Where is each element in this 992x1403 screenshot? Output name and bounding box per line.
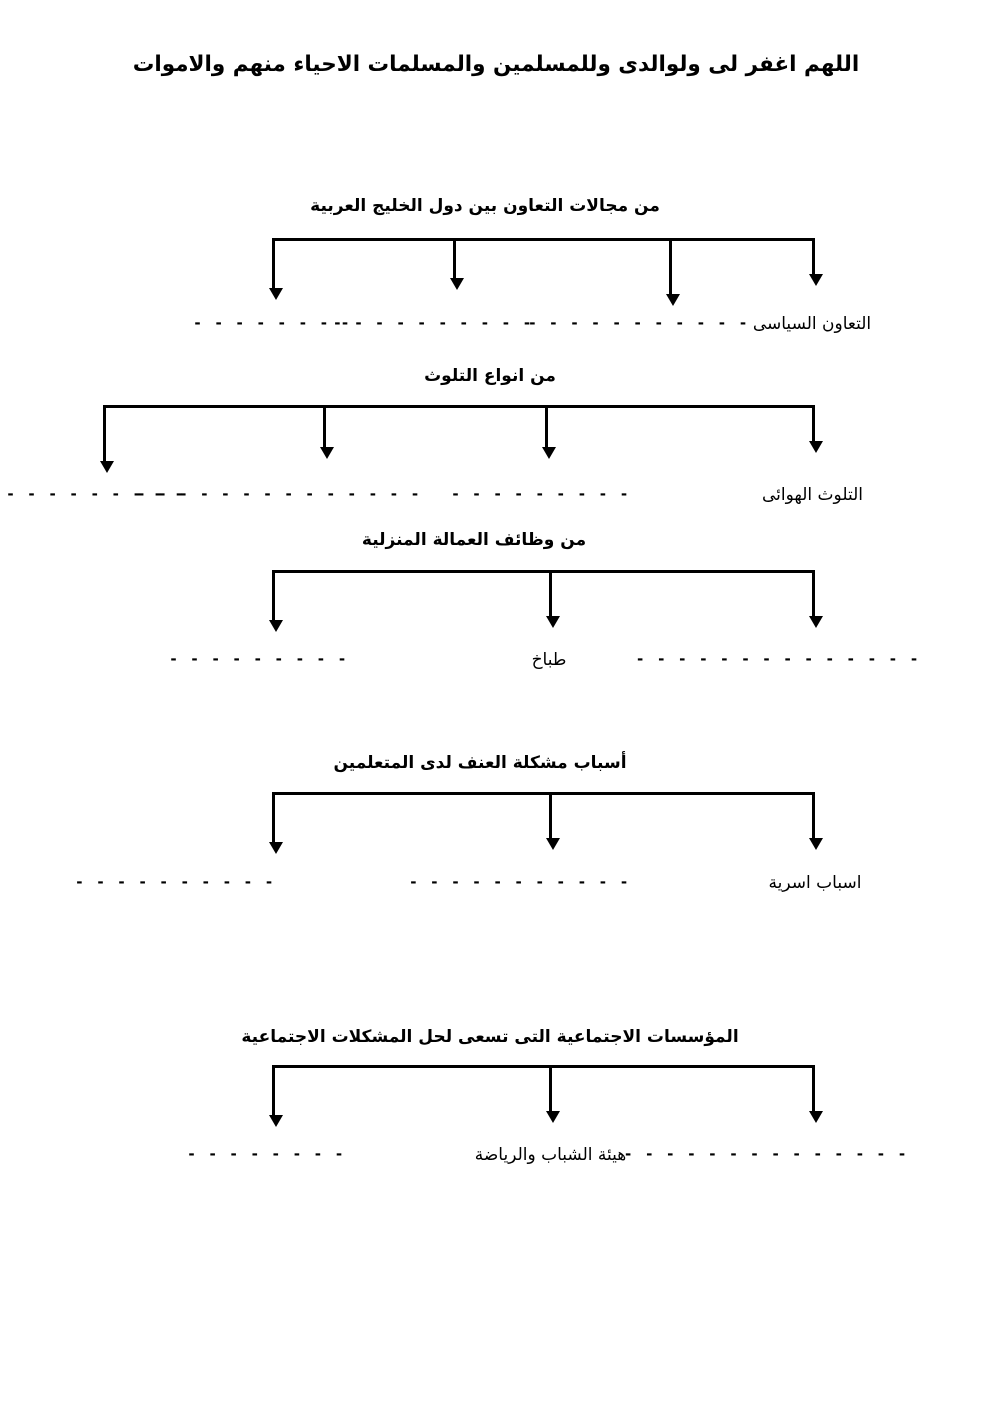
leaf-blank[interactable]: - - - - - - - - - -: [74, 873, 275, 891]
leaf-blank[interactable]: - - - - - - - -: [187, 1145, 345, 1163]
leaf-blank[interactable]: - - - - - - - -: [193, 314, 351, 332]
branch-stem: [103, 405, 106, 463]
leaf-blank[interactable]: - - - - - - - - -: [450, 485, 630, 503]
branch-stem: [812, 405, 815, 443]
branch-stem: [812, 792, 815, 840]
arrow-head-icon: [809, 616, 823, 628]
leaf-blank[interactable]: - - - - - - - - -: [168, 650, 348, 668]
branch-stem: [812, 570, 815, 618]
leaf-answer: اسباب اسرية: [768, 873, 862, 893]
branch-stem: [272, 1065, 275, 1117]
leaf-blank[interactable]: - - - - - - - - - - - - - -: [623, 1145, 908, 1163]
leaf-blank[interactable]: - - - - - - - - - - -: [408, 873, 630, 891]
diagram-heading: المؤسسات الاجتماعية التى تسعى لحل المشكل…: [241, 1027, 739, 1047]
branch-stem: [812, 238, 815, 276]
leaf-answer: هيئة الشباب والرياضة: [474, 1145, 627, 1165]
diagram-heading: أسباب مشكلة العنف لدى المتعلمين: [333, 753, 627, 773]
connector-rail: [103, 405, 812, 408]
branch-stem: [545, 405, 548, 449]
arrow-head-icon: [269, 842, 283, 854]
arrow-head-icon: [546, 1111, 560, 1123]
branch-stem: [453, 238, 456, 280]
arrow-head-icon: [320, 447, 334, 459]
arrow-head-icon: [269, 620, 283, 632]
connector-rail: [272, 238, 812, 241]
diagram-heading: من وظائف العمالة المنزلية: [361, 530, 587, 550]
branch-stem: [549, 1065, 552, 1113]
connector-rail: [272, 570, 812, 573]
connector-rail: [272, 792, 812, 795]
branch-stem: [272, 570, 275, 622]
leaf-answer: التعاون السياسى: [752, 314, 872, 334]
branch-stem: [272, 238, 275, 290]
arrow-head-icon: [809, 274, 823, 286]
leaf-answer: طباخ: [531, 650, 567, 670]
branch-stem: [669, 238, 672, 296]
leaf-blank[interactable]: - - - - - - - - - - - - - -: [136, 485, 421, 503]
branch-stem: [272, 792, 275, 844]
branch-stem: [549, 570, 552, 618]
leaf-blank[interactable]: - - - - - - - - - - - - - -: [635, 650, 920, 668]
arrow-head-icon: [100, 461, 114, 473]
connector-rail: [272, 1065, 812, 1068]
arrow-head-icon: [666, 294, 680, 306]
arrow-head-icon: [269, 1115, 283, 1127]
arrow-head-icon: [269, 288, 283, 300]
arrow-head-icon: [809, 1111, 823, 1123]
arrow-head-icon: [546, 838, 560, 850]
page-title: اللهم اغفر لى ولوالدى وللمسلمين والمسلما…: [132, 52, 860, 77]
arrow-head-icon: [546, 616, 560, 628]
branch-stem: [812, 1065, 815, 1113]
leaf-blank[interactable]: - - - - - - - - - -: [332, 314, 533, 332]
leaf-answer: التلوث الهوائى: [762, 485, 863, 505]
arrow-head-icon: [809, 441, 823, 453]
arrow-head-icon: [450, 278, 464, 290]
branch-stem: [549, 792, 552, 840]
leaf-blank[interactable]: - - - - - - - - - - -: [527, 314, 749, 332]
branch-stem: [323, 405, 326, 449]
arrow-head-icon: [542, 447, 556, 459]
diagram-heading: من انواع التلوث: [424, 366, 556, 386]
arrow-head-icon: [809, 838, 823, 850]
leaf-blank[interactable]: - - - - - - - - - -: [0, 485, 185, 503]
diagram-heading: من مجالات التعاون بين دول الخليج العربية: [310, 196, 660, 216]
